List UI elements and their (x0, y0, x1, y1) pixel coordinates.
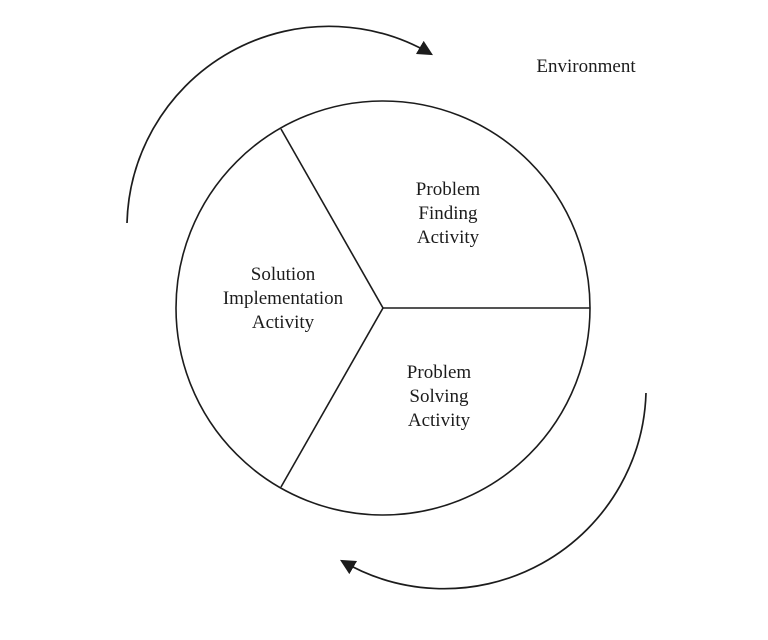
sector-label-line: Problem (406, 362, 472, 383)
sector-label-line: Implementation (222, 288, 344, 309)
sector-label-line: Activity (251, 312, 315, 333)
sector-label-line: Activity (407, 410, 471, 431)
environment-label: Environment (536, 56, 636, 77)
sector-label-line: Finding (418, 203, 478, 224)
sector-label-line: Activity (416, 227, 480, 248)
cycle-arrow-bottom-icon (340, 392, 647, 590)
sector-label-line: Solution (250, 264, 316, 285)
sector-label-problem-solving: Problem Solving Activity (407, 361, 471, 433)
sector-divider-lower-left (280, 307, 384, 488)
sector-label-problem-finding: Problem Finding Activity (416, 178, 480, 250)
sector-label-line: Solving (409, 386, 469, 407)
sector-label-solution-implementation: Solution Implementation Activity (223, 263, 343, 335)
cycle-arrow-top-icon (126, 25, 433, 224)
sector-divider-upper-left (280, 128, 384, 309)
sector-label-line: Problem (415, 179, 481, 200)
